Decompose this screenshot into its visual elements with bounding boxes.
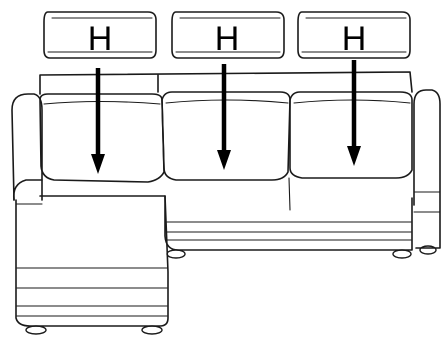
cushion-right	[289, 91, 413, 179]
sofa-foot	[25, 325, 47, 335]
sofa-chaise	[15, 195, 169, 327]
sofa-foot	[392, 249, 412, 259]
arrow-left	[91, 68, 105, 174]
placement-arrows	[91, 60, 361, 174]
headrest-label: H	[215, 20, 240, 58]
headrest-middle: H	[171, 11, 285, 59]
headrest-label: H	[88, 20, 113, 58]
cushion-middle	[161, 91, 291, 181]
headrest-label: H	[342, 20, 367, 58]
sofa-back-frame	[39, 71, 413, 95]
arrow-middle	[217, 64, 231, 170]
headrest-left: H	[43, 11, 157, 59]
right-armrest	[413, 89, 441, 249]
headrests: H H H	[43, 11, 411, 59]
sofa-foot	[141, 325, 163, 335]
cushion-left	[39, 93, 165, 183]
left-armrest	[11, 93, 43, 205]
sofa-feet	[25, 245, 437, 335]
seat-cushions	[39, 91, 413, 211]
arrow-right	[347, 60, 361, 166]
headrest-right: H	[297, 11, 411, 59]
sofa-foot	[166, 249, 186, 259]
sofa-main-base	[164, 195, 413, 251]
